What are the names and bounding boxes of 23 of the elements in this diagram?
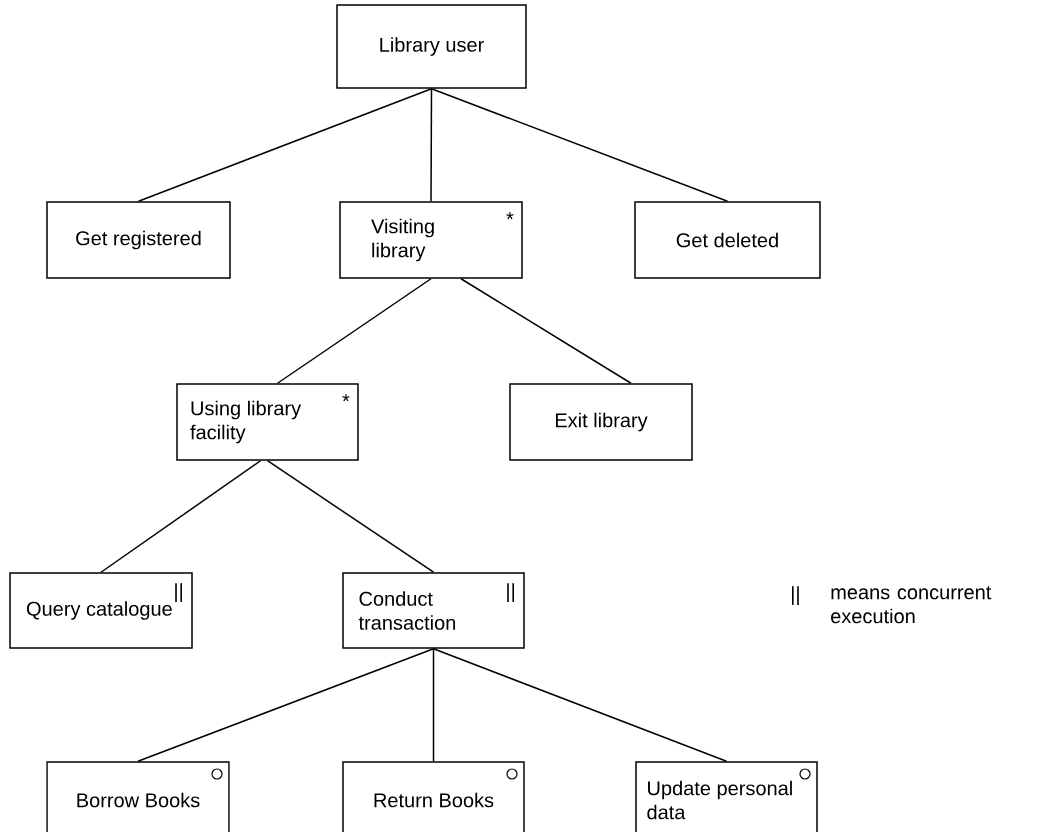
connector-line — [432, 648, 728, 762]
key-note: means concurrent execution — [831, 586, 992, 624]
process-box: Visiting library * — [339, 201, 523, 279]
process-box: Update personal data — [635, 761, 818, 832]
connector-line — [430, 88, 729, 202]
connector-line — [266, 460, 435, 573]
connector-line — [137, 648, 435, 762]
connector-line — [137, 88, 433, 202]
process-box: Get registered — [46, 201, 231, 279]
process-box: Library user — [336, 4, 527, 89]
connector-line — [100, 460, 262, 573]
process-box: Borrow Books — [46, 761, 230, 832]
connector-line — [432, 648, 435, 762]
symbol-key: || — [792, 586, 799, 605]
process-box: Query catalogue || — [9, 572, 193, 649]
connector-line — [276, 278, 432, 384]
process-box: Return Books — [342, 761, 525, 832]
process-box: Get deleted — [634, 201, 821, 279]
connector-line — [430, 88, 433, 202]
process-box: Using library facility * — [176, 383, 359, 461]
connector-line — [460, 278, 632, 384]
process-box: Exit library — [509, 383, 693, 461]
process-box: Conduct transaction || — [342, 572, 525, 649]
